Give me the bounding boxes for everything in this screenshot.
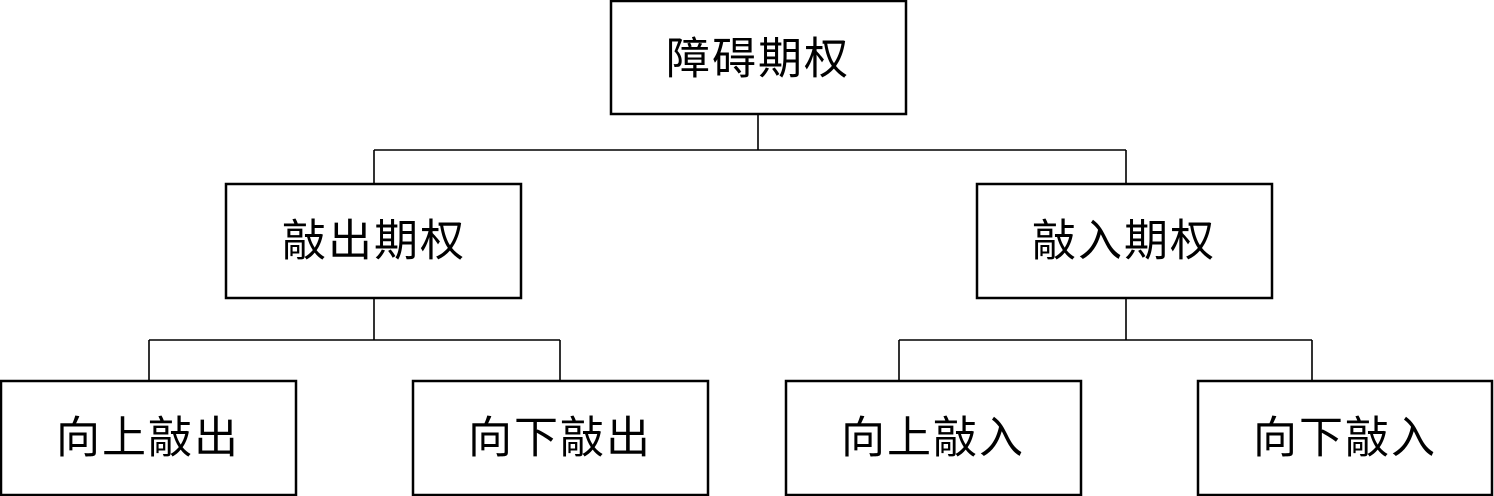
node-label: 敲出期权 [282, 216, 466, 267]
node-box [609, 0, 908, 116]
node-knock-out-option: 敲出期权 [224, 182, 523, 300]
node-knock-in-option: 敲入期权 [975, 182, 1274, 300]
node-label: 障碍期权 [666, 34, 850, 85]
node-box [0, 379, 298, 496]
node-box [224, 182, 523, 300]
node-down-and-in: 向下敲入 [1196, 379, 1494, 496]
node-box [411, 379, 710, 496]
node-label: 向上敲出 [56, 413, 240, 464]
connector-knockout-to-children [148, 298, 561, 381]
node-box [975, 182, 1274, 300]
connector-knockin-to-children [898, 298, 1313, 381]
node-label: 敲入期权 [1032, 216, 1216, 267]
node-label: 向下敲入 [1253, 413, 1437, 464]
connector-root-to-level2 [373, 114, 1127, 184]
node-label: 向下敲出 [468, 413, 652, 464]
node-down-and-out: 向下敲出 [411, 379, 710, 496]
node-label: 向上敲入 [841, 413, 1025, 464]
node-box [1196, 379, 1494, 496]
node-up-and-in: 向上敲入 [784, 379, 1083, 496]
node-up-and-out: 向上敲出 [0, 379, 298, 496]
node-box [784, 379, 1083, 496]
node-barrier-option: 障碍期权 [609, 0, 908, 116]
connectors [148, 114, 1313, 381]
